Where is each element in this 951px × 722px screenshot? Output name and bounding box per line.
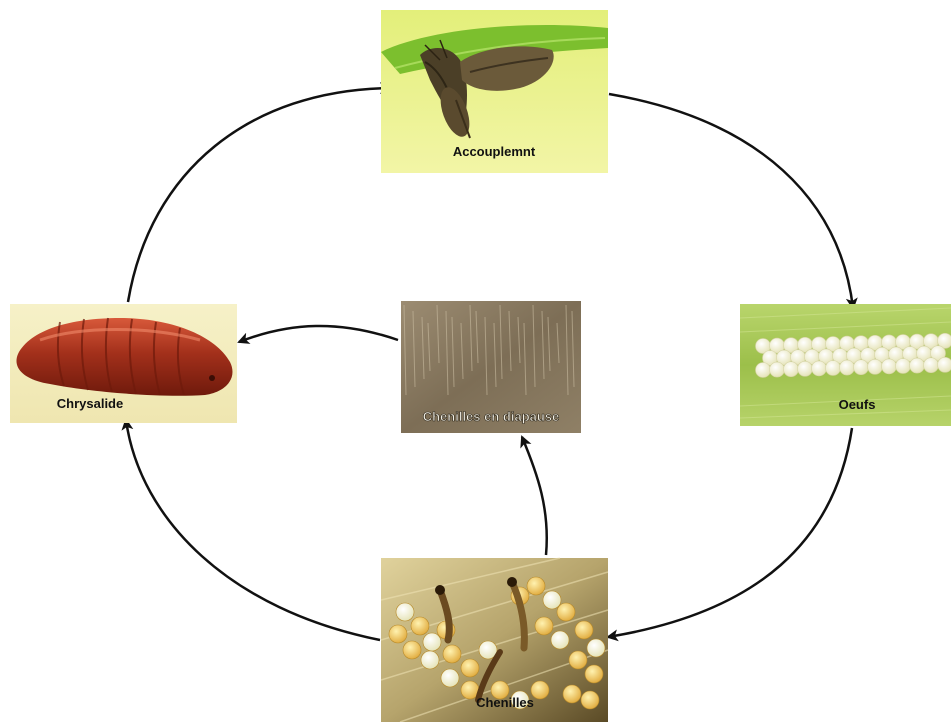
stage-label-chrysalide: Chrysalide bbox=[57, 396, 123, 411]
arrow-diapause-to-chrysalide bbox=[239, 326, 398, 342]
arrow-chenilles-to-diapause bbox=[522, 437, 547, 555]
stage-label-oeufs: Oeufs bbox=[839, 397, 876, 412]
stage-diapause: Chenilles en diapause bbox=[401, 301, 581, 433]
stage-chenilles: Chenilles bbox=[381, 558, 608, 722]
arrow-chrysalide-to-accouplement bbox=[128, 88, 390, 302]
arrow-chenilles-to-chrysalide bbox=[126, 420, 380, 640]
stage-oeufs: Oeufs bbox=[740, 304, 951, 426]
stage-label-accouplement: Accouplemnt bbox=[453, 144, 536, 159]
arrow-oeufs-to-chenilles bbox=[608, 428, 852, 637]
stage-label-chenilles: Chenilles bbox=[476, 695, 534, 710]
stage-label-diapause: Chenilles en diapause bbox=[423, 409, 560, 424]
stage-chrysalide: Chrysalide bbox=[10, 304, 237, 423]
stage-accouplement: Accouplemnt bbox=[381, 10, 608, 173]
arrow-accouplement-to-oeufs bbox=[609, 94, 853, 308]
